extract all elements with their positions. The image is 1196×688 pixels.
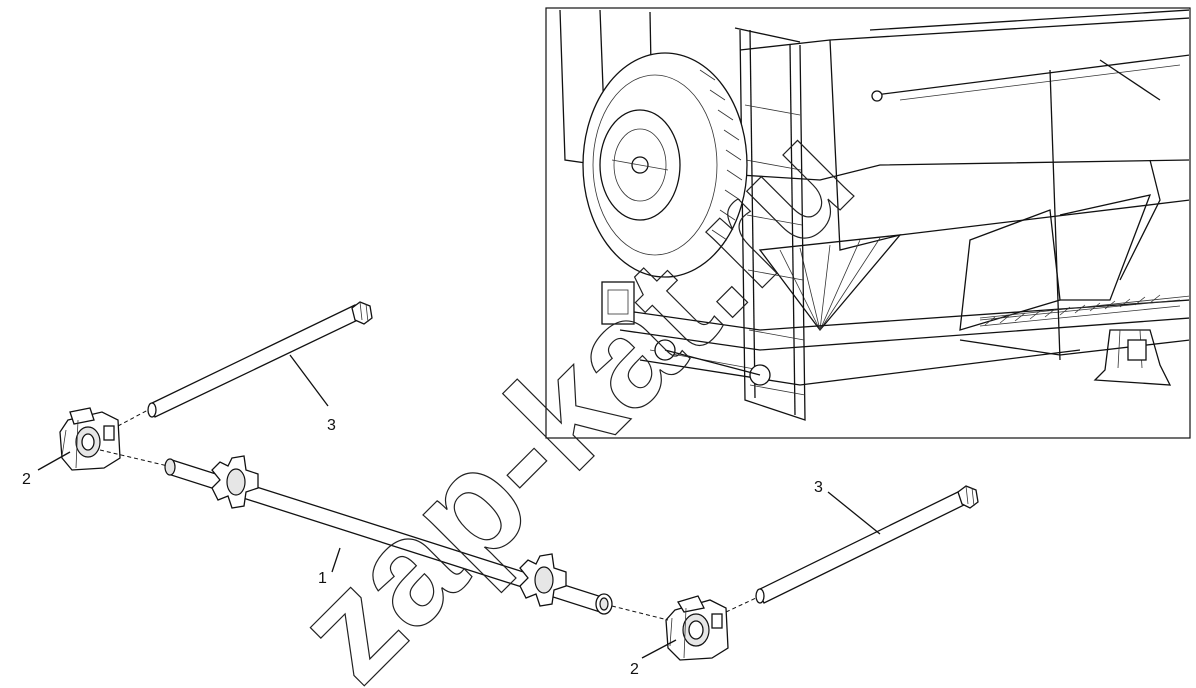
callout-3-lower: 3 xyxy=(814,479,823,496)
rod-upper xyxy=(147,301,373,418)
hopper-body xyxy=(559,9,1189,251)
sprocket-left xyxy=(211,455,259,509)
spare-wheel xyxy=(582,52,748,278)
inset-overview xyxy=(545,7,1191,439)
sprocket-right xyxy=(519,553,567,607)
bearing-housing-upper xyxy=(59,407,121,471)
bearing-housing-lower xyxy=(665,595,729,661)
leader-lines xyxy=(37,354,881,659)
drive-sprocket xyxy=(654,339,771,386)
callout-2-upper: 2 xyxy=(22,471,31,488)
rod-lower xyxy=(755,485,979,604)
callout-2-lower: 2 xyxy=(630,661,639,678)
support-leg xyxy=(1093,329,1172,386)
hopper-funnel xyxy=(758,159,1161,332)
ladder xyxy=(734,27,806,421)
machine-frame xyxy=(619,59,1189,386)
callout-1: 1 xyxy=(318,570,327,587)
shaft-assembly xyxy=(164,455,613,615)
assembly-axis-lines xyxy=(99,409,757,621)
rear-light xyxy=(601,281,635,325)
callout-3-upper: 3 xyxy=(327,417,336,434)
